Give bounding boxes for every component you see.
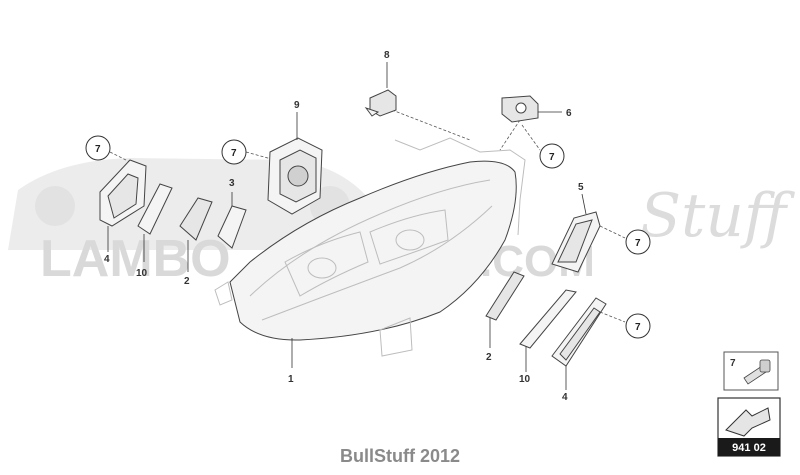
label-6: 6 — [566, 108, 572, 119]
part-10-left-gasket: 10 — [136, 183, 173, 279]
part-1-label: 1 — [288, 338, 294, 385]
legend-box: 7 — [723, 351, 779, 391]
callout-7-e: 7 — [625, 313, 651, 339]
label-4-left: 4 — [104, 254, 110, 265]
callout-7-a: 7 — [85, 135, 111, 161]
callout-7-d: 7 — [625, 229, 651, 255]
footer-copyright: BullStuff 2012 — [339, 446, 461, 466]
part-2-left-board: 2 — [179, 197, 213, 287]
callout-7-b: 7 — [221, 139, 247, 165]
part-4-right-module: 4 — [551, 297, 607, 403]
part-8-bulb: 8 — [364, 50, 397, 117]
callout-7-e-label: 7 — [635, 322, 641, 333]
callout-7-c: 7 — [539, 143, 565, 169]
label-1: 1 — [288, 374, 294, 385]
headlight-housing — [214, 137, 526, 357]
dashed-connectors — [109, 109, 626, 323]
watermark-brand-left: LAMBO — [40, 230, 231, 288]
diagram-code-badge: 941 02 — [717, 397, 781, 457]
part-9-control-unit: 9 — [267, 100, 323, 215]
label-4-right: 4 — [562, 392, 568, 403]
part-2-right-board: 2 — [485, 271, 525, 363]
callout-7-d-label: 7 — [635, 238, 641, 249]
legend-item-number: 7 — [730, 358, 736, 369]
callout-7-b-label: 7 — [231, 148, 237, 159]
label-3: 3 — [229, 178, 235, 189]
callout-7-c-label: 7 — [549, 152, 555, 163]
part-4-left-module: 4 — [99, 159, 147, 265]
part-6-socket: 6 — [501, 95, 572, 123]
part-10-right-gasket: 10 — [519, 289, 577, 385]
callout-7-a-label: 7 — [95, 144, 101, 155]
arrow-icon — [725, 407, 771, 437]
watermark-script: Stuff — [640, 181, 796, 251]
label-10-right: 10 — [519, 374, 531, 385]
diagram-code: 941 02 — [732, 442, 766, 454]
label-9: 9 — [294, 100, 300, 111]
label-2-left: 2 — [184, 276, 190, 287]
screw-icon — [743, 359, 771, 385]
part-3-board: 3 — [217, 178, 247, 249]
part-5-module: 5 — [551, 182, 601, 273]
label-10-left: 10 — [136, 268, 148, 279]
label-8: 8 — [384, 50, 390, 61]
label-2-right: 2 — [486, 352, 492, 363]
label-5: 5 — [578, 182, 584, 193]
